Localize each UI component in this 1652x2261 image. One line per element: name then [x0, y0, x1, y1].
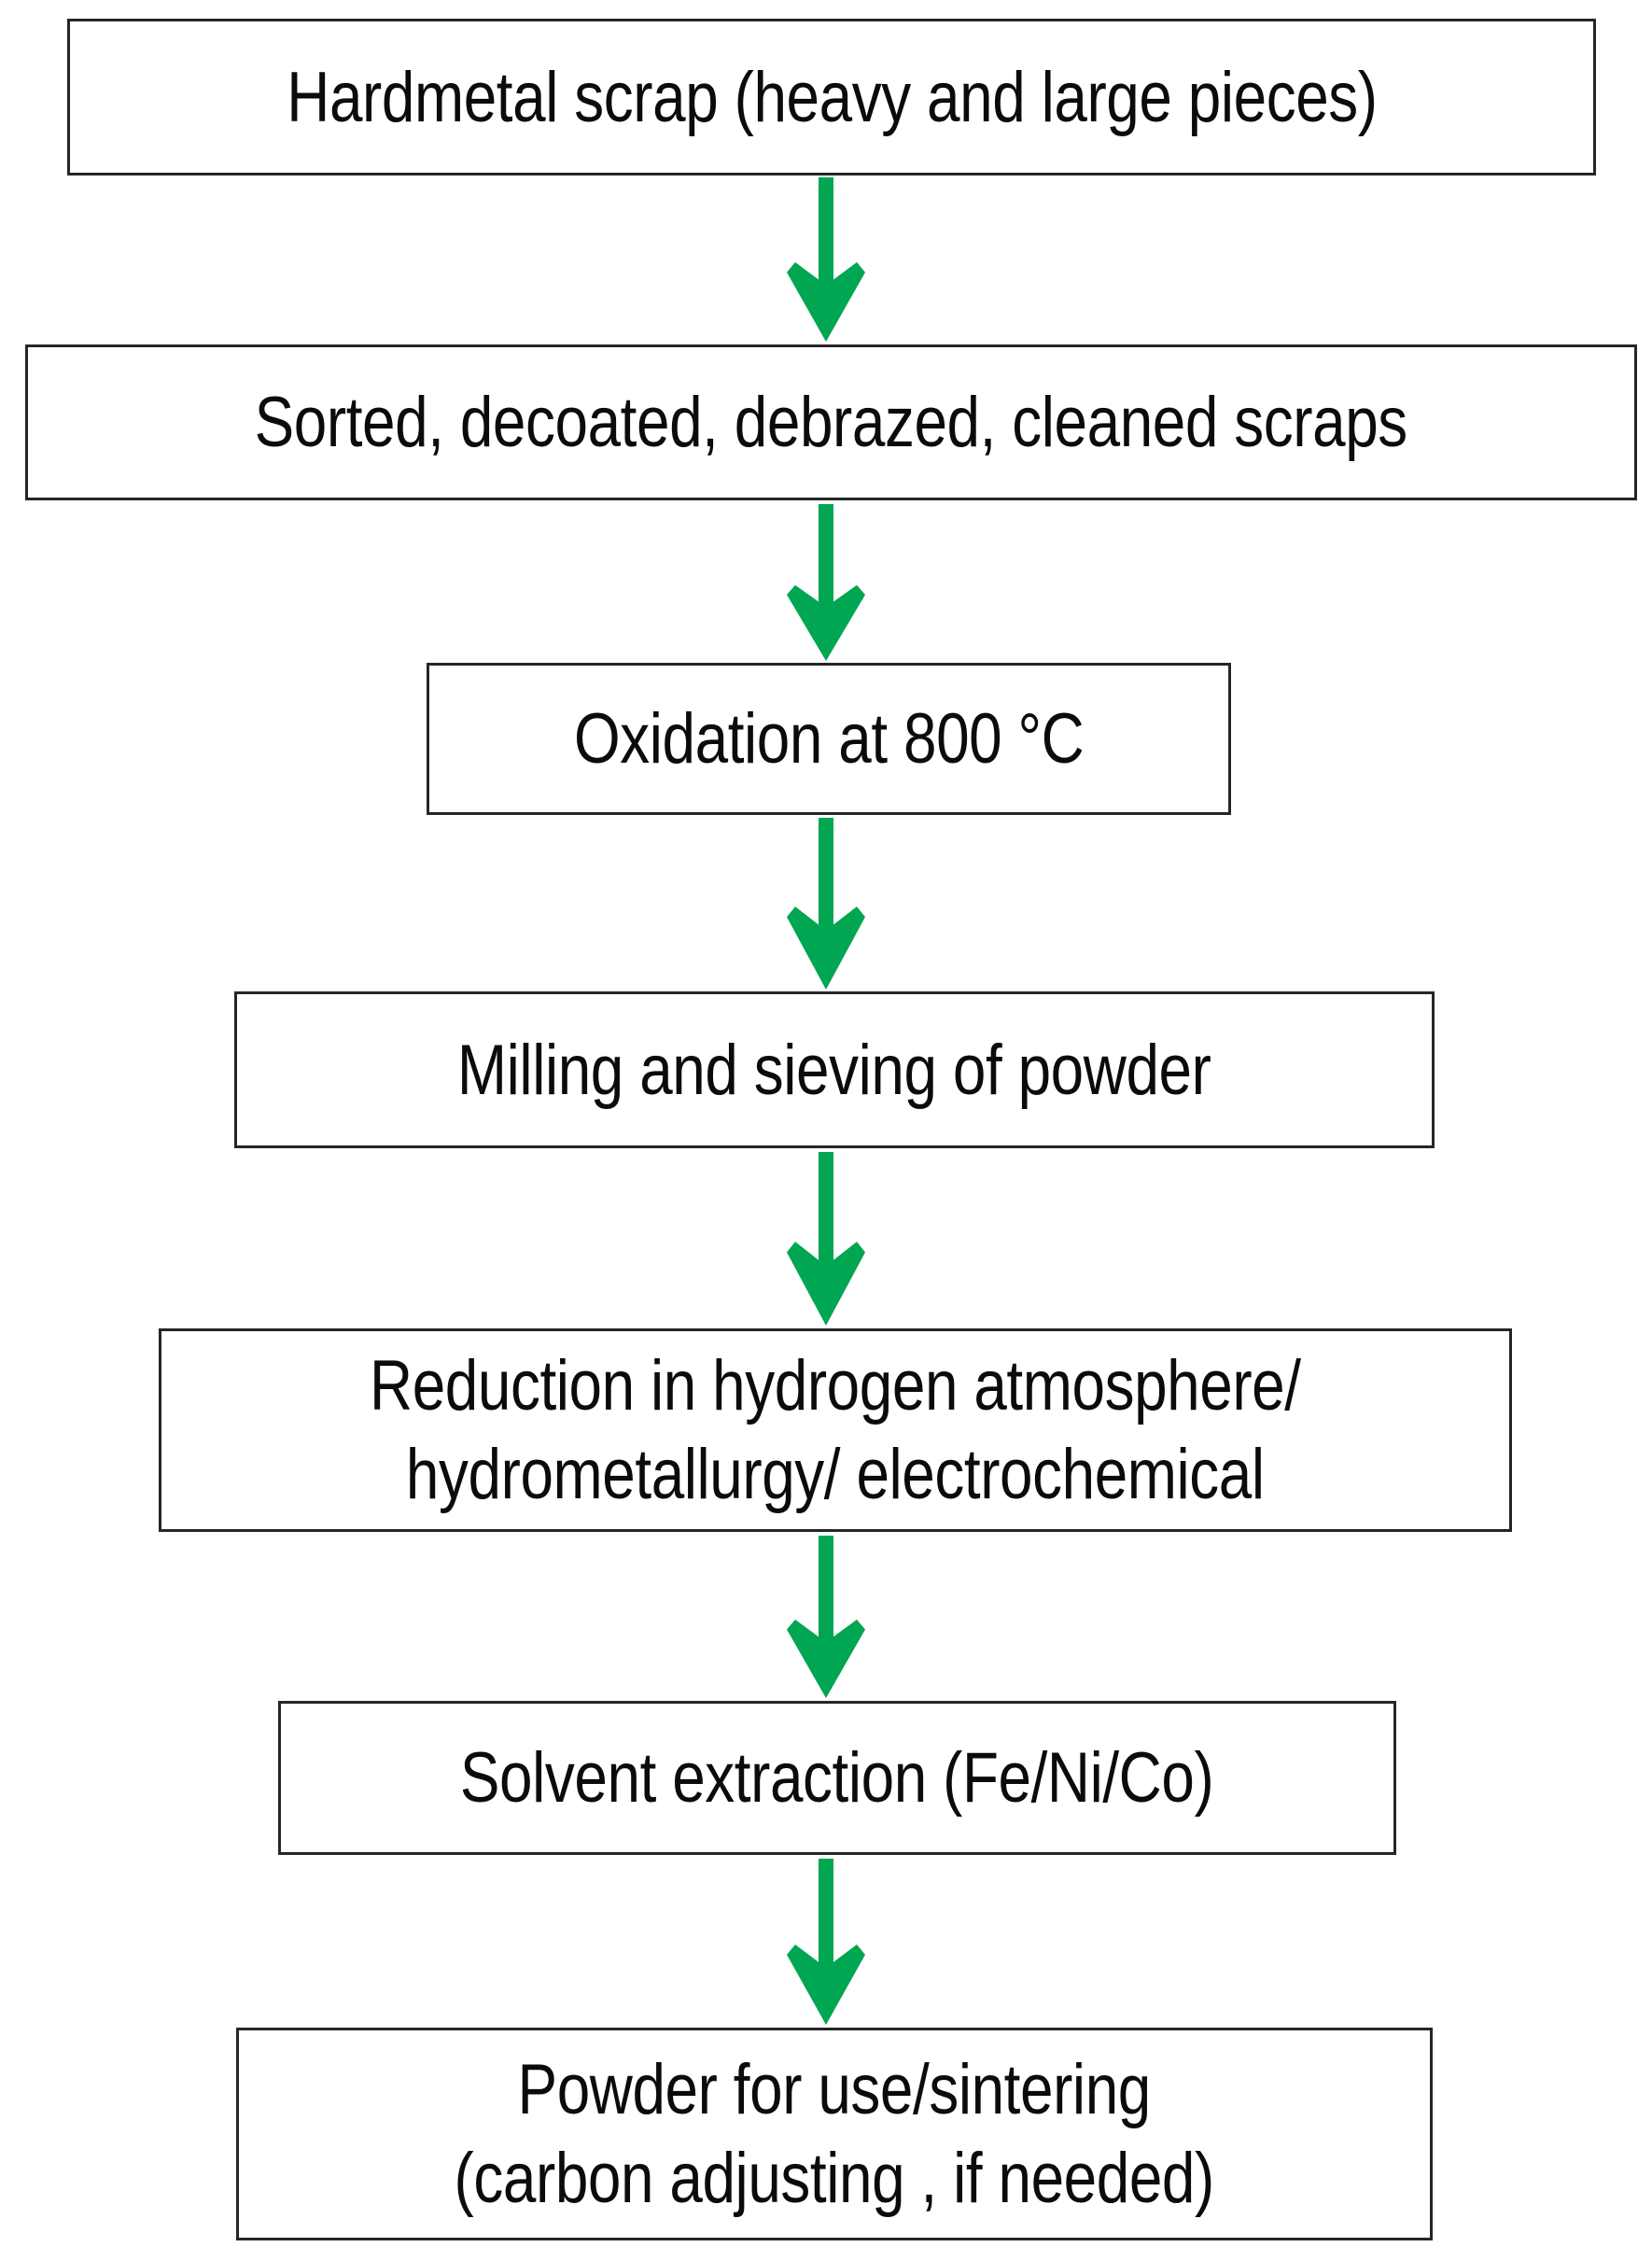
process-box-label: Oxidation at 800 °C [573, 699, 1085, 779]
process-box-oxidation: Oxidation at 800 °C [427, 663, 1231, 815]
down-arrow-icon [787, 1152, 865, 1326]
down-arrow-icon [787, 504, 865, 661]
process-box-label: Sorted, decoated, debrazed, cleaned scra… [254, 383, 1408, 462]
down-arrow-icon [787, 1859, 865, 2025]
down-arrow-icon [787, 818, 865, 990]
process-box-powder: Powder for use/sintering (carbon adjusti… [236, 2028, 1433, 2240]
down-arrow-icon [787, 177, 865, 342]
process-box-scrap: Hardmetal scrap (heavy and large pieces) [67, 19, 1596, 176]
process-box-milling: Milling and sieving of powder [234, 991, 1435, 1148]
process-box-label: Hardmetal scrap (heavy and large pieces) [286, 57, 1378, 137]
process-box-label: Powder for use/sintering (carbon adjusti… [454, 2050, 1215, 2218]
process-box-sorted: Sorted, decoated, debrazed, cleaned scra… [25, 344, 1637, 500]
process-box-solvent: Solvent extraction (Fe/Ni/Co) [278, 1701, 1396, 1855]
down-arrow-icon [787, 1536, 865, 1698]
process-box-label: Reduction in hydrogen atmosphere/ hydrom… [370, 1346, 1301, 1514]
process-box-label: Milling and sieving of powder [457, 1030, 1211, 1110]
process-box-label: Solvent extraction (Fe/Ni/Co) [460, 1738, 1214, 1818]
process-box-reduction: Reduction in hydrogen atmosphere/ hydrom… [159, 1328, 1512, 1532]
